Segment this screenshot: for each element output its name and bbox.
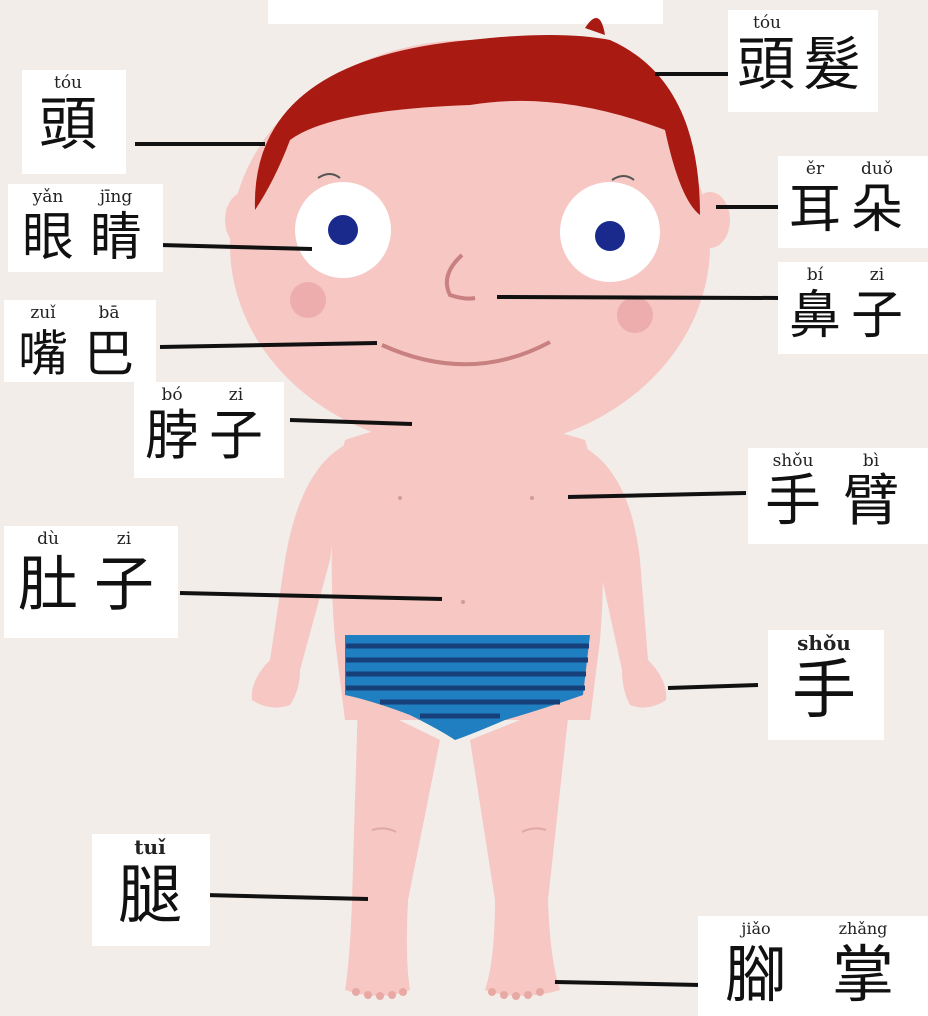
leader-arm	[567, 491, 747, 499]
hanzi: 鼻	[788, 286, 841, 346]
leader-leg	[204, 893, 369, 901]
hanzi: 臂	[843, 469, 899, 534]
pinyin: bí	[806, 265, 824, 285]
pinyin: zi	[869, 265, 885, 285]
pinyin: bā	[98, 303, 120, 323]
pinyin: shǒu	[797, 631, 851, 655]
leader-mouth	[159, 341, 378, 349]
hanzi: 腳	[724, 938, 787, 1011]
pinyin: tóu	[752, 13, 781, 33]
pinyin: zi	[228, 385, 244, 405]
label-nose: bí zi 鼻子	[778, 262, 928, 354]
pinyin: zuǐ	[30, 303, 56, 323]
hanzi: 肚	[18, 550, 78, 620]
pinyin: shǒu	[772, 451, 814, 471]
hanzi: 子	[850, 286, 903, 346]
hanzi: 腿	[118, 859, 182, 933]
hanzi: 子	[94, 550, 154, 620]
mouth	[381, 340, 551, 367]
hanzi: 耳	[788, 180, 841, 240]
label-ears: ěr duǒ 耳朵	[778, 156, 928, 248]
hanzi: 朵	[850, 180, 903, 240]
hanzi: 手	[765, 469, 821, 534]
hanzi: 手	[792, 654, 856, 728]
label-neck: bó zi 脖子	[134, 382, 284, 478]
hanzi: 巴	[84, 325, 134, 383]
head	[230, 40, 710, 450]
pinyin: zi	[116, 529, 132, 549]
hanzi: 頭	[38, 90, 97, 158]
hanzi: 子	[209, 404, 263, 467]
hair	[254, 35, 700, 215]
pinyin: duǒ	[860, 159, 894, 179]
left-arm	[251, 445, 345, 708]
pinyin: bì	[862, 451, 880, 471]
pinyin: jiǎo	[741, 919, 771, 938]
hanzi: 頭	[736, 30, 795, 98]
label-belly: dù zi 肚子	[4, 526, 178, 638]
label-foot: jiǎo zhǎng 腳掌	[698, 916, 928, 1016]
left-leg	[345, 700, 440, 996]
hanzi: 睛	[89, 208, 142, 268]
hanzi: 髮	[802, 30, 861, 98]
pinyin: yǎn	[32, 187, 64, 207]
hanzi: 脖	[145, 404, 199, 467]
left-pupil	[328, 215, 358, 245]
leader-belly	[179, 591, 443, 601]
leader-foot	[554, 980, 701, 987]
right-arm	[580, 445, 667, 708]
nose	[445, 253, 476, 301]
hanzi: 掌	[831, 938, 894, 1011]
pinyin: dù	[37, 529, 59, 549]
pinyin: tóu	[53, 73, 82, 93]
pinyin: ěr	[805, 159, 825, 179]
pinyin: jīng	[99, 187, 133, 207]
leader-hand	[667, 683, 759, 690]
label-eyes: yǎn jīng 眼睛	[8, 184, 163, 272]
leader-neck	[289, 418, 413, 426]
label-leg: tuǐ 腿	[92, 834, 210, 946]
right-leg	[470, 700, 570, 996]
label-hair: tóu 頭髮	[728, 10, 878, 112]
label-hand: shǒu 手	[768, 630, 884, 740]
leader-nose	[496, 295, 781, 300]
right-pupil	[595, 221, 625, 251]
pinyin: tuǐ	[134, 835, 166, 859]
label-head: tóu 頭	[22, 70, 126, 174]
hanzi: 嘴	[18, 325, 68, 383]
leader-eyes	[159, 243, 313, 251]
top-label-patch	[268, 0, 663, 24]
hanzi: 眼	[21, 208, 74, 268]
pinyin: zhǎng	[838, 919, 888, 938]
label-mouth: zuǐ bā 嘴巴	[4, 300, 156, 383]
label-arm: shǒu bì 手臂	[748, 448, 928, 544]
pinyin: bó	[161, 385, 183, 405]
